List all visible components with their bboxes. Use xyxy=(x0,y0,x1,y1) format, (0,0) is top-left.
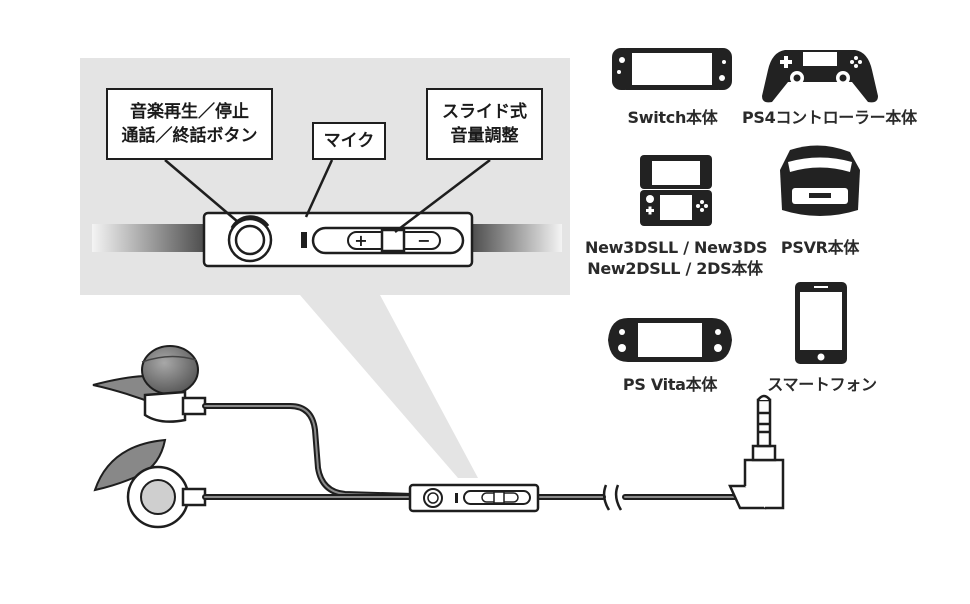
ps4-controller-icon xyxy=(762,50,878,103)
smartphone-icon xyxy=(795,282,847,364)
volume-minus: − xyxy=(417,231,430,250)
leader-play-pause xyxy=(164,159,239,223)
inline-remote xyxy=(408,483,540,513)
earbud-lower xyxy=(93,438,207,529)
cable xyxy=(202,403,743,500)
nintendo-switch-icon xyxy=(612,48,732,90)
leader-volume xyxy=(394,159,491,233)
callout-volume-line2: 音量調整 xyxy=(450,126,519,146)
callout-mic-line1: マイク xyxy=(323,131,375,151)
callout-mic: マイク xyxy=(312,122,386,160)
nintendo-3ds-icon xyxy=(640,155,712,226)
callout-play-pause-line2: 通話／終話ボタン xyxy=(121,126,258,146)
zoom-cable-left xyxy=(92,224,207,252)
label-new3ds-line2: New2DSLL / 2DS本体 xyxy=(587,259,763,278)
zoom-funnel xyxy=(300,295,478,478)
volume-plus: + xyxy=(354,231,367,250)
callout-play-pause: 音楽再生／停止 通話／終話ボタン xyxy=(106,88,273,160)
label-switch: Switch本体 xyxy=(627,108,718,127)
inline-remote-enlarged: + − xyxy=(202,211,474,268)
label-ps4-controller: PS4コントローラー本体 xyxy=(742,108,917,127)
earbud-upper xyxy=(92,345,207,423)
audio-plug xyxy=(728,394,785,510)
label-ps-vita: PS Vita本体 xyxy=(622,375,718,394)
cable-break-mark xyxy=(602,484,623,511)
mic-hole xyxy=(301,232,307,248)
label-new3ds: New3DSLL / New3DS New2DSLL / 2DS本体 xyxy=(585,237,768,279)
callout-volume: スライド式 音量調整 xyxy=(426,88,543,160)
callout-volume-line1: スライド式 xyxy=(442,102,527,122)
psvr-headset-icon xyxy=(780,145,860,216)
label-psvr: PSVR本体 xyxy=(780,238,860,257)
zoom-cable-right xyxy=(470,224,562,252)
leader-mic xyxy=(304,159,334,218)
label-smartphone: スマートフォン xyxy=(767,375,877,394)
ps-vita-icon xyxy=(608,318,732,362)
callout-play-pause-line1: 音楽再生／停止 xyxy=(130,102,249,122)
label-new3ds-line1: New3DSLL / New3DS xyxy=(585,238,768,257)
volume-slider xyxy=(380,228,406,253)
